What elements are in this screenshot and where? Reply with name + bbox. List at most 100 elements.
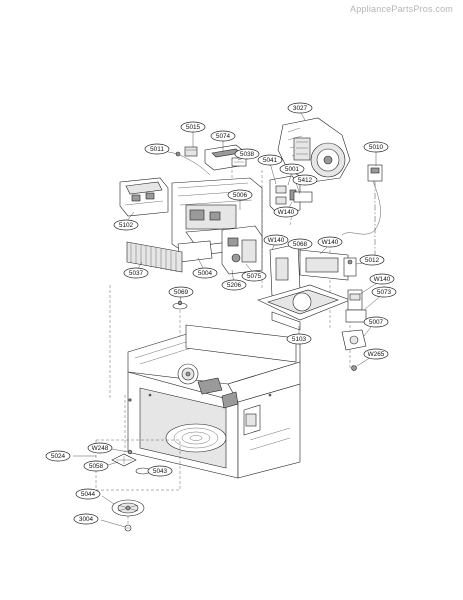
part-label-5068[interactable]: 5068	[287, 238, 313, 250]
callout-oval	[192, 267, 218, 279]
part-label-w140[interactable]: W140	[369, 273, 395, 285]
part-number-text: W140	[374, 276, 391, 283]
part-label-5102[interactable]: 5102	[113, 219, 139, 231]
part-label-w140[interactable]: W140	[273, 206, 299, 218]
part-callouts: 3027 5015 5074 5011 5038 5010 5041 5001 5412 5006…	[45, 102, 397, 525]
part-number-text: 5024	[51, 453, 66, 460]
part-label-5074[interactable]: 5074	[210, 130, 236, 142]
part-number-text: 5069	[174, 289, 189, 296]
part-label-5206[interactable]: 5206	[221, 279, 247, 291]
callout-oval	[45, 450, 71, 462]
part-number-text: 5012	[365, 257, 380, 264]
part-number-text: 5058	[89, 463, 104, 470]
part-label-5038[interactable]: 5038	[234, 148, 260, 160]
part-number-text: W248	[92, 445, 109, 452]
part-label-5058[interactable]: 5058	[83, 460, 109, 472]
part-label-5043[interactable]: 5043	[147, 465, 173, 477]
part-number-text: 3027	[293, 105, 308, 112]
base-plate-part	[257, 249, 351, 331]
callout-oval	[369, 273, 395, 285]
callout-oval	[83, 460, 109, 472]
part-number-text: 3004	[79, 516, 94, 523]
callout-oval	[363, 141, 389, 153]
part-number-text: 5103	[292, 336, 307, 343]
part-label-5044[interactable]: 5044	[75, 488, 101, 500]
part-label-5001[interactable]: 5001	[279, 163, 305, 175]
small-clip-part	[172, 300, 188, 310]
part-label-5037[interactable]: 5037	[123, 267, 149, 279]
part-label-3004[interactable]: 3004	[73, 513, 99, 525]
part-number-text: 5206	[227, 282, 242, 289]
part-label-5010[interactable]: 5010	[363, 141, 389, 153]
part-number-text: 5037	[129, 270, 144, 277]
part-label-5041[interactable]: 5041	[257, 154, 283, 166]
callout-oval	[210, 130, 236, 142]
part-number-text: 5006	[233, 192, 248, 199]
callout-oval	[287, 102, 313, 114]
callout-oval	[227, 189, 253, 201]
part-number-text: 5001	[285, 166, 300, 173]
part-number-text: 5044	[81, 491, 96, 498]
part-label-5024[interactable]: 5024	[45, 450, 71, 462]
part-number-text: W265	[368, 351, 385, 358]
part-label-5069[interactable]: 5069	[168, 286, 194, 298]
cord-part	[341, 164, 383, 236]
part-number-text: 5015	[186, 124, 201, 131]
part-number-text: W140	[322, 239, 339, 246]
callout-oval	[273, 206, 299, 218]
part-number-text: 5041	[263, 157, 278, 164]
callout-oval	[180, 121, 206, 133]
part-number-text: 5068	[293, 241, 308, 248]
switch-stack-part	[269, 175, 313, 215]
part-label-5015[interactable]: 5015	[180, 121, 206, 133]
grill-unit-part	[119, 177, 169, 217]
part-number-text: 5011	[150, 146, 164, 153]
part-label-w140[interactable]: W140	[317, 236, 343, 248]
callout-oval	[371, 286, 397, 298]
callout-oval	[287, 238, 313, 250]
turntable-kit-group	[95, 439, 181, 532]
site-watermark: AppliancePartsPros.com	[350, 4, 453, 14]
part-label-5075[interactable]: 5075	[241, 270, 267, 282]
part-number-text: 5007	[369, 319, 384, 326]
callout-oval	[292, 174, 318, 186]
callout-oval	[363, 348, 389, 360]
part-label-5103[interactable]: 5103	[286, 333, 312, 345]
callout-oval	[279, 163, 305, 175]
part-number-text: 5038	[240, 151, 255, 158]
door-switch-cluster	[175, 144, 247, 176]
lamp-socket-part	[341, 329, 367, 371]
part-label-5012[interactable]: 5012	[359, 254, 385, 266]
vent-grille-part	[126, 241, 183, 273]
part-label-5412[interactable]: 5412	[292, 174, 318, 186]
callout-oval	[363, 316, 389, 328]
part-label-5011[interactable]: 5011	[144, 143, 170, 155]
callout-oval	[147, 465, 173, 477]
part-number-text: 5074	[216, 133, 231, 140]
part-number-text: 5010	[369, 144, 384, 151]
part-label-3027[interactable]: 3027	[287, 102, 313, 114]
callout-oval	[87, 442, 113, 454]
part-label-5006[interactable]: 5006	[227, 189, 253, 201]
part-number-text: 5102	[119, 222, 134, 229]
part-label-w248[interactable]: W248	[87, 442, 113, 454]
callout-oval	[359, 254, 385, 266]
part-label-5073[interactable]: 5073	[371, 286, 397, 298]
part-label-w140[interactable]: W140	[263, 234, 289, 246]
callout-oval	[144, 143, 170, 155]
callout-oval	[73, 513, 99, 525]
callout-oval	[241, 270, 267, 282]
callout-oval	[221, 279, 247, 291]
part-number-text: 5412	[298, 177, 313, 184]
part-number-text: W140	[278, 209, 295, 216]
part-label-5007[interactable]: 5007	[363, 316, 389, 328]
control-board-part	[221, 225, 263, 275]
part-label-5004[interactable]: 5004	[192, 267, 218, 279]
callout-oval	[168, 286, 194, 298]
mount-bracket-part	[269, 243, 301, 297]
oven-cavity-part	[127, 324, 301, 479]
callout-oval	[75, 488, 101, 500]
callout-oval	[286, 333, 312, 345]
part-label-w265[interactable]: W265	[363, 348, 389, 360]
callout-oval	[123, 267, 149, 279]
